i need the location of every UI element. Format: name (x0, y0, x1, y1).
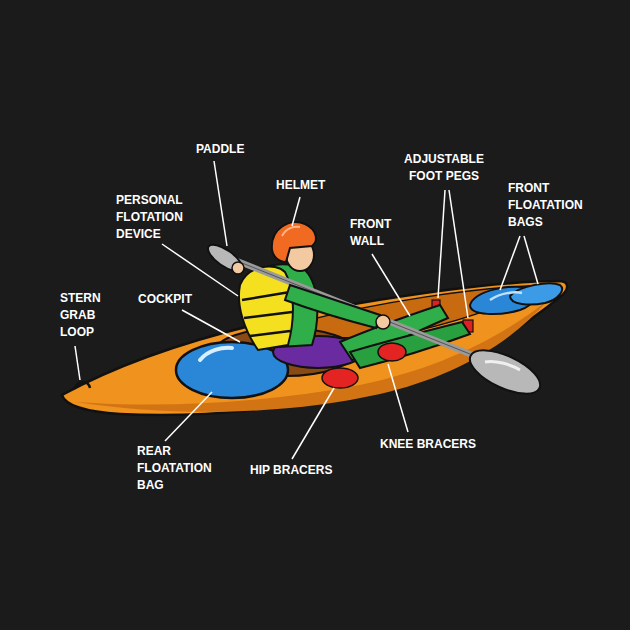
leader-line (500, 236, 520, 290)
kayak-hull (62, 281, 567, 415)
bag-highlight (490, 292, 522, 300)
bag-highlight (200, 348, 232, 360)
hand (232, 262, 244, 274)
hip-bracer (322, 368, 358, 388)
part-label: COCKPIT (138, 291, 192, 308)
part-label: PERSONAL FLOTATION DEVICE (116, 192, 183, 243)
rear-floatation-bag (176, 342, 288, 398)
arm (285, 285, 380, 328)
leader-line (75, 346, 80, 380)
leader-line (162, 244, 238, 296)
paddle-blade (464, 341, 546, 402)
leader-line (292, 388, 334, 459)
leader-line (388, 364, 408, 432)
helmet-highlight (282, 227, 300, 236)
part-label: REAR FLOATATION BAG (137, 443, 212, 494)
leader-line (524, 236, 538, 284)
hand (376, 315, 390, 329)
part-label: KNEE BRACERS (380, 436, 476, 453)
stern-grab-loop (74, 382, 90, 389)
paddle-blade (204, 240, 246, 276)
part-label: FRONT WALL (350, 216, 391, 250)
paddle-shaft (222, 255, 505, 368)
part-label: FRONT FLOATATION BAGS (508, 180, 583, 231)
front-floatation-bag (510, 283, 562, 304)
leader-line (372, 254, 410, 316)
helmet (272, 222, 316, 262)
leader-line (292, 197, 300, 226)
blade-highlight (485, 361, 520, 370)
part-label: STERN GRAB LOOP (60, 290, 101, 341)
leader-line (182, 310, 240, 342)
leader-line (449, 190, 468, 318)
part-label: HIP BRACERS (250, 462, 332, 479)
paddle-shaft-outline (222, 255, 505, 368)
leader-line (438, 190, 445, 298)
part-label: PADDLE (196, 141, 244, 158)
leader-lines (75, 161, 538, 459)
part-label: ADJUSTABLE FOOT PEGS (402, 151, 486, 185)
knee-bracer (378, 343, 406, 361)
leader-line (214, 161, 227, 246)
leader-line (165, 392, 212, 441)
part-label: HELMET (276, 177, 325, 194)
